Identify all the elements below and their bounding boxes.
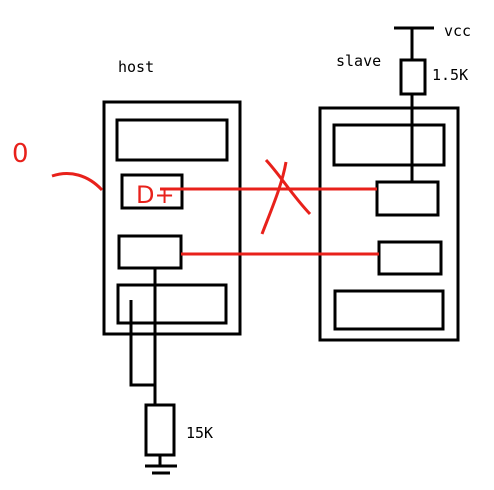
cross-out-mark-a [264,158,312,216]
host-label: host [118,58,154,76]
handwritten-d-plus: D+ [136,181,175,209]
slave-label: slave [336,52,381,70]
pullup-resistor-label: 1.5K [432,66,468,84]
host-bottom-block [116,283,228,325]
pulldown-resistor-label: 15K [186,424,213,442]
slave-dminus-pin [377,240,443,276]
slave-box [318,106,460,342]
pullup-resistor [399,58,427,96]
slave-bottom-block [333,289,445,331]
host-pulldown-wire [129,268,157,387]
pulldown-resistor [144,403,176,457]
handwritten-zero: 0 [12,139,29,169]
cross-out-mark-b [260,161,288,235]
host-dminus-pin [117,234,183,270]
annotation-leader-line [51,172,104,192]
slave-dplus-pin [375,180,440,217]
vcc-label: vcc [444,22,471,40]
host-top-block [115,118,229,162]
slave-top-block [332,123,446,167]
host-dplus-pin [120,173,184,210]
host-box [102,100,242,336]
